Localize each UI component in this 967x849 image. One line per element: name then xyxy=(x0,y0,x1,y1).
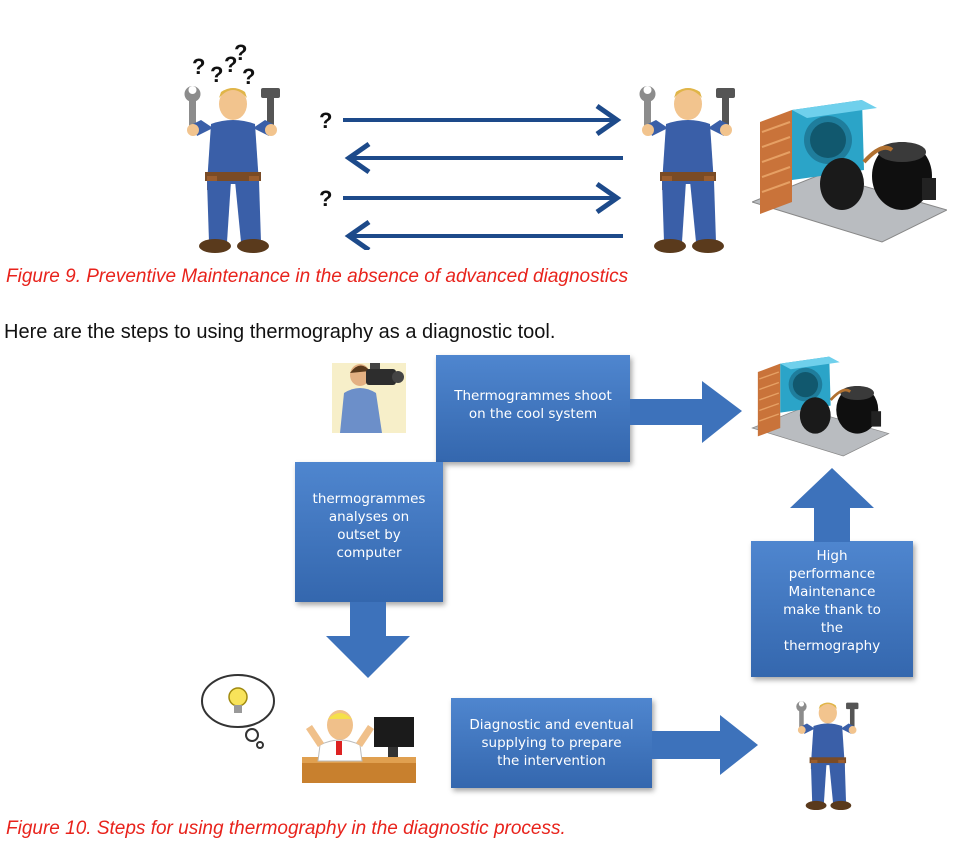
question-mark: ? xyxy=(319,186,332,211)
mechanic-icon xyxy=(639,86,735,253)
arrow-up-maintenance xyxy=(790,468,874,542)
question-mark: ? xyxy=(319,108,332,133)
communication-arrows: ? ? xyxy=(319,103,623,250)
cameraman-icon xyxy=(332,363,406,433)
question-mark: ? xyxy=(192,54,205,79)
question-marks-cluster: ? ? ? ? ? xyxy=(192,42,255,89)
cooling-unit-icon xyxy=(751,356,890,457)
step-box-analyse: thermogrammes analyses on outset by comp… xyxy=(295,462,443,602)
mechanic-icon xyxy=(184,86,280,253)
step-label-maintenance: High performance Maintenance make thank … xyxy=(783,548,881,654)
arrow-left xyxy=(344,141,623,175)
step-box-diagnostic: Diagnostic and eventual supplying to pre… xyxy=(451,698,652,788)
step-label-diagnostic: Diagnostic and eventual supplying to pre… xyxy=(469,717,634,769)
question-mark: ? xyxy=(210,62,223,87)
question-mark: ? xyxy=(242,64,255,89)
arrow-down-analyse xyxy=(326,602,410,678)
lightbulb-thought-icon xyxy=(201,674,275,749)
mechanic-icon xyxy=(796,701,859,811)
arrow-right-shoot xyxy=(630,381,742,443)
engineer-computer-icon xyxy=(302,710,416,783)
figure-10: Thermogrammes shoot on the cool system t… xyxy=(0,345,967,849)
arrow-right xyxy=(343,103,622,137)
figure-10-caption: Figure 10. Steps for using thermography … xyxy=(6,818,566,839)
step-box-shoot: Thermogrammes shoot on the cool system xyxy=(436,355,630,462)
question-mark: ? xyxy=(224,52,237,77)
intro-text: Here are the steps to using thermography… xyxy=(4,321,556,343)
step-label-analyse: thermogrammes analyses on outset by comp… xyxy=(312,491,426,561)
arrow-right xyxy=(343,181,622,215)
step-label-shoot: Thermogrammes shoot on the cool system xyxy=(454,388,612,422)
question-mark: ? xyxy=(234,42,247,65)
figure-9-caption: Figure 9. Preventive Maintenance in the … xyxy=(6,266,629,287)
step-box-maintenance: High performance Maintenance make thank … xyxy=(751,541,913,677)
figure-9: ? ? ? ? ? ? ? xyxy=(0,0,967,300)
arrow-left xyxy=(344,219,623,250)
cooling-unit-icon xyxy=(752,100,947,243)
arrow-right-diagnostic xyxy=(652,715,758,775)
